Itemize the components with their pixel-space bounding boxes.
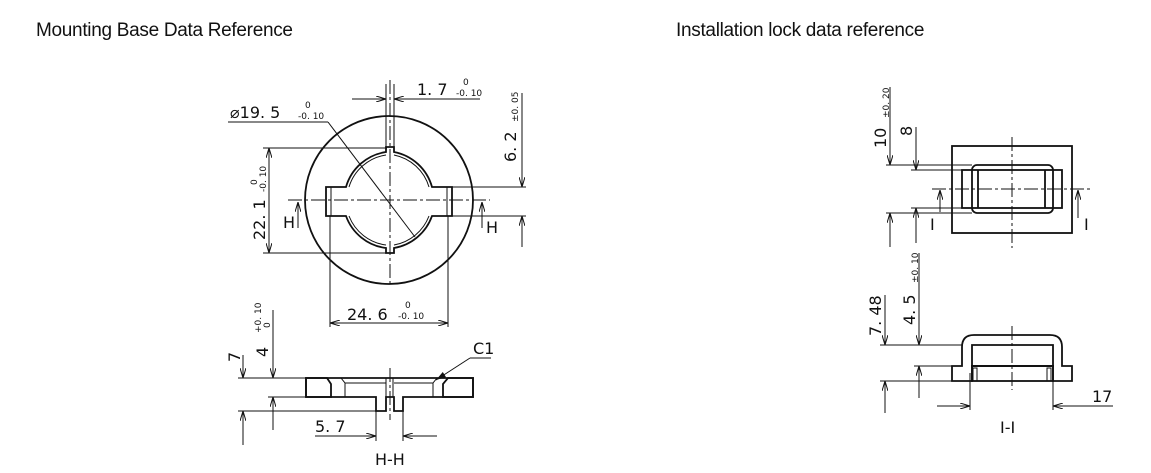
dim-stem-width-value: 5. 7 — [315, 417, 346, 436]
section-label-i-i: I-I — [1000, 418, 1015, 437]
svg-text:+0. 10: +0. 10 — [254, 302, 264, 333]
dim-diameter-value: ⌀19. 5 — [230, 103, 280, 122]
mounting-base-section-view — [305, 368, 474, 420]
svg-text:0: 0 — [250, 179, 260, 185]
dim-chamfer-value: C1 — [473, 339, 494, 358]
svg-text:0: 0 — [463, 78, 469, 88]
section-marker-i: I I — [930, 190, 1089, 234]
dim-height-22-value: 22. 1 — [250, 199, 269, 240]
dim-slot-height: 6. 2 ±0. 05 — [452, 92, 526, 247]
dim-plate-thickness-value: 4 — [253, 347, 272, 357]
svg-text:H: H — [486, 218, 498, 237]
svg-text:H: H — [283, 213, 295, 232]
section-label-h-h: H-H — [375, 450, 405, 469]
dim-slot-width: 1. 7 0 -0. 10 — [352, 78, 482, 147]
mounting-base-title: Mounting Base Data Reference — [36, 20, 293, 41]
dim-total-height: 7. 48 — [866, 295, 962, 413]
dim-inner-height: 8 — [897, 126, 962, 243]
dim-outer-height: 10 ±0. 20 — [871, 87, 972, 247]
dim-slot-width-value: 1. 7 — [417, 80, 448, 99]
installation-lock-top-view — [932, 137, 1090, 248]
dim-height-22: 22. 1 0 -0. 10 — [250, 147, 387, 254]
svg-text:I: I — [930, 215, 935, 234]
dim-width-24: 24. 6 0 -0. 10 — [329, 216, 449, 327]
svg-text:I: I — [1084, 215, 1089, 234]
dim-stem-width: 5. 7 — [315, 411, 437, 441]
svg-text:±0. 10: ±0. 10 — [911, 252, 921, 283]
dim-base-height: 4. 5 ±0. 10 — [900, 252, 952, 398]
svg-text:0: 0 — [263, 322, 273, 328]
svg-text:0: 0 — [305, 101, 311, 111]
dim-outer-height-value: 10 — [871, 128, 890, 148]
dim-inner-length: 17 — [937, 373, 1113, 410]
dim-total-thickness: 7 — [225, 352, 376, 445]
dim-inner-height-value: 8 — [897, 126, 916, 136]
svg-text:±0. 20: ±0. 20 — [882, 87, 892, 118]
svg-text:-0. 10: -0. 10 — [259, 166, 269, 192]
dim-total-thickness-value: 7 — [225, 352, 244, 362]
svg-text:±0. 05: ±0. 05 — [511, 92, 521, 122]
svg-text:-0. 10: -0. 10 — [398, 312, 424, 322]
dim-slot-height-value: 6. 2 — [501, 131, 520, 162]
dim-base-height-value: 4. 5 — [900, 294, 919, 325]
svg-text:-0. 10: -0. 10 — [298, 112, 324, 122]
dim-diameter: ⌀19. 5 0 -0. 10 — [228, 101, 416, 238]
dim-inner-length-value: 17 — [1092, 387, 1112, 406]
dim-plate-thickness: 4 +0. 10 0 — [253, 302, 306, 430]
installation-lock-title: Installation lock data reference — [676, 20, 925, 41]
svg-text:0: 0 — [405, 301, 411, 311]
mounting-base-top-view — [288, 80, 490, 287]
section-marker-h: H H — [283, 202, 498, 237]
dim-width-24-value: 24. 6 — [347, 305, 388, 324]
dim-total-height-value: 7. 48 — [866, 295, 885, 336]
dim-chamfer: C1 — [435, 339, 494, 381]
svg-text:-0. 10: -0. 10 — [456, 89, 482, 99]
